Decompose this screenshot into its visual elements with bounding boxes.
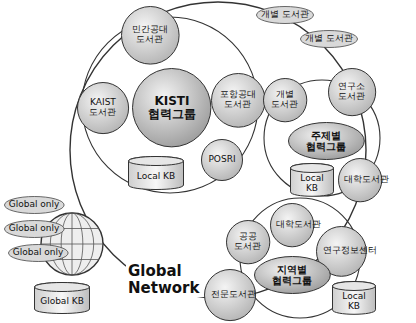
shape-fill	[328, 68, 375, 115]
node-label: Local KB	[337, 292, 371, 312]
library-circle: 공공 도서관	[226, 220, 270, 264]
cylinder-top	[35, 283, 90, 292]
node-label: 개별 도서관	[261, 10, 309, 20]
library-circle: 전문도서관	[204, 269, 256, 321]
node-label: Global only	[13, 248, 64, 258]
shape-fill	[4, 221, 64, 238]
library-oval: Global only	[4, 196, 65, 214]
database-cylinder: Local KB	[290, 163, 334, 197]
shape-fill	[129, 157, 184, 190]
node-label: 전문도서관	[211, 290, 248, 300]
node-label: 개별 도서관	[269, 90, 300, 110]
globe-parallel	[45, 259, 99, 260]
shape-fill	[226, 220, 269, 263]
shape-fill	[4, 197, 64, 214]
shape-fill	[270, 203, 313, 246]
node-label: 포항공대 도서관	[218, 90, 257, 110]
shape-fill	[333, 282, 376, 315]
library-circle: 개별 도서관	[263, 78, 307, 122]
node-label: KISTI 협력그룹	[143, 95, 201, 121]
library-oval: 개별 도서관	[256, 6, 314, 24]
globe-body	[41, 213, 103, 275]
library-oval: Global only	[4, 220, 65, 238]
shape-fill	[211, 73, 265, 127]
shape-fill	[133, 69, 211, 147]
network-boundary	[70, 2, 366, 298]
shape-fill	[204, 269, 255, 320]
shape-fill	[77, 82, 128, 133]
node-label: 민간공대 도서관	[129, 25, 171, 45]
library-circle: 민간공대 도서관	[121, 6, 180, 65]
shape-fill	[254, 257, 330, 294]
group-bubble: KISTI 협력그룹	[132, 68, 211, 147]
shape-fill	[291, 164, 334, 197]
library-circle: 포항공대 도서관	[211, 73, 266, 128]
library-circle: 대학도서관	[338, 158, 382, 202]
globe-parallel	[45, 228, 99, 229]
cylinder-top	[129, 157, 184, 166]
group-bubble: 지역별 협력그룹	[254, 256, 331, 294]
cylinder-top	[333, 282, 376, 291]
shape-fill	[8, 245, 68, 262]
database-cylinder: Local KB	[128, 156, 184, 190]
library-circle: 연구소 도서관	[328, 68, 376, 116]
node-label: 연구소 도서관	[335, 82, 369, 102]
node-label: Local KB	[137, 172, 175, 182]
group-bubble: 주제별 협력그룹	[288, 122, 365, 160]
node-label: 지역별 협력그룹	[264, 264, 320, 286]
library-oval: 개별 도서관	[300, 30, 358, 48]
node-label: POSRI	[208, 155, 235, 165]
node-label: Local KB	[295, 174, 329, 194]
shape-fill	[301, 31, 358, 48]
node-label: KAIST 도서관	[84, 98, 121, 118]
library-circle: 대학도서관	[270, 203, 314, 247]
node-label: 공공 도서관	[232, 232, 263, 252]
shape-fill	[263, 78, 306, 121]
shape-fill	[202, 140, 243, 181]
library-circle: POSRI	[201, 139, 243, 181]
group-ring	[264, 80, 380, 196]
shape-fill	[121, 6, 179, 64]
node-label: 대학도서관	[276, 220, 307, 230]
node-label: 대학도서관	[344, 175, 375, 185]
database-cylinder: Local KB	[332, 281, 376, 315]
node-label: Global only	[9, 200, 60, 210]
library-circle: KAIST 도서관	[77, 82, 129, 134]
database-cylinder: Global KB	[34, 282, 90, 314]
library-oval: Global only	[8, 244, 69, 262]
node-label: Global KB	[40, 297, 84, 307]
globe-parallel	[41, 244, 103, 245]
node-label: 주제별 협력그룹	[298, 130, 354, 152]
cylinder-top	[291, 164, 334, 173]
shape-fill	[288, 123, 364, 160]
shape-fill	[338, 158, 381, 201]
node-label: 연구정보센터	[323, 246, 359, 256]
node-label: 개별 도서관	[305, 34, 353, 44]
shape-fill	[257, 7, 314, 24]
node-label: Global only	[9, 224, 60, 234]
shape-fill	[35, 283, 90, 314]
